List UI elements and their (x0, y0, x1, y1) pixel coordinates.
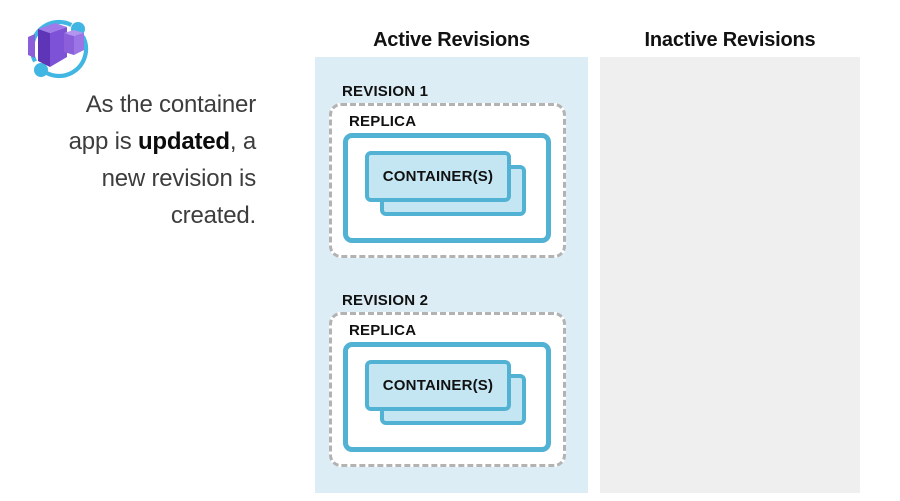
azure-container-apps-logo (28, 19, 89, 79)
active-revisions-panel: REVISION 1 REPLICA CONTAINER(S) REVISION… (315, 57, 588, 493)
intro-text: As the container app is updated, a new r… (52, 86, 257, 234)
revision-group-1: REVISION 1 REPLICA CONTAINER(S) (329, 83, 570, 258)
revision-1-label: REVISION 1 (342, 83, 429, 100)
inactive-revisions-header: Inactive Revisions (644, 29, 816, 51)
revision-1-boundary: REPLICA CONTAINER(S) (329, 103, 566, 258)
container-front-card: CONTAINER(S) (365, 360, 511, 411)
intro-text-bold: updated (137, 128, 230, 155)
revision-group-2: REVISION 2 REPLICA CONTAINER(S) (329, 292, 570, 467)
intro-text-after: , a new revision is created. (101, 128, 257, 229)
container-label: CONTAINER(S) (382, 377, 494, 394)
azure-container-apps-icon (14, 8, 94, 80)
replica-box: CONTAINER(S) (343, 342, 551, 452)
revision-2-boundary: REPLICA CONTAINER(S) (329, 312, 566, 467)
intro-text-before: As the container app is (68, 91, 257, 155)
active-revisions-header: Active Revisions (373, 29, 530, 51)
inactive-revisions-panel (600, 57, 860, 493)
replica-label: REPLICA (349, 113, 417, 130)
container-label: CONTAINER(S) (382, 168, 494, 185)
revision-2-label: REVISION 2 (342, 292, 429, 309)
container-front-card: CONTAINER(S) (365, 151, 511, 202)
replica-box: CONTAINER(S) (343, 133, 551, 243)
replica-label: REPLICA (349, 322, 417, 339)
